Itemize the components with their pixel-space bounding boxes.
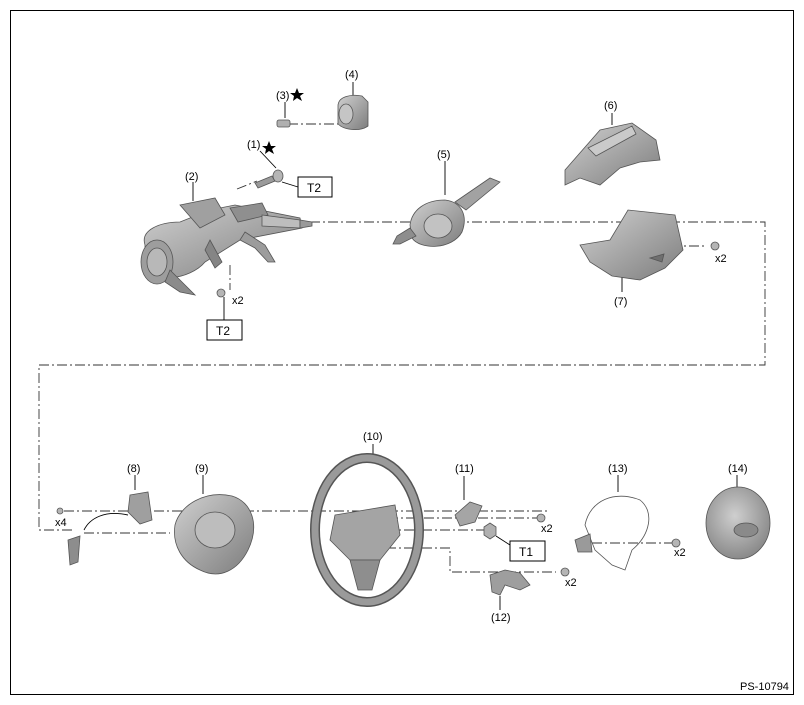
- label-part-13: (13): [608, 463, 628, 475]
- star-icon: [262, 141, 276, 154]
- part-11-cover: [454, 476, 546, 527]
- quantity-label: x2: [232, 295, 244, 307]
- torque-boxes: [206, 176, 546, 562]
- part-12-switch: [489, 567, 570, 610]
- label-part-5: (5): [437, 149, 450, 161]
- diagram-frame: [10, 10, 794, 695]
- part-1-bolt: [254, 150, 284, 189]
- part-14-airbag: [705, 475, 771, 560]
- part-10-steering-wheel: [310, 444, 424, 607]
- quantity-label: x2: [541, 523, 553, 535]
- part-3-pin: [276, 102, 291, 128]
- torque-label: T1: [519, 545, 533, 559]
- label-part-9: (9): [195, 463, 208, 475]
- torque-label: T2: [307, 181, 321, 195]
- part-7-lower-cover: [579, 209, 720, 292]
- bolts: [56, 288, 226, 515]
- star-icon: [290, 88, 304, 101]
- label-part-14: (14): [728, 463, 748, 475]
- label-part-7: (7): [614, 296, 627, 308]
- quantity-label: x2: [674, 547, 686, 559]
- torque-label: T2: [216, 324, 230, 338]
- label-part-1: (1): [247, 139, 260, 151]
- quantity-label: x4: [55, 517, 67, 529]
- part-8-wire-harness: [67, 475, 153, 566]
- star-markers: [262, 88, 304, 154]
- part-9-spiral-cable: [174, 475, 255, 575]
- diagram-id: PS-10794: [740, 681, 789, 693]
- label-part-3: (3): [276, 90, 289, 102]
- label-part-12: (12): [491, 612, 511, 624]
- label-part-6: (6): [604, 100, 617, 112]
- label-part-4: (4): [345, 69, 358, 81]
- part-4-ignition-barrel: [337, 82, 369, 130]
- nut-t1: [483, 522, 511, 546]
- part-13-lower-cover: [574, 475, 681, 571]
- part-6-upper-cover: [564, 113, 661, 186]
- quantity-label: x2: [715, 253, 727, 265]
- label-part-10: (10): [363, 431, 383, 443]
- part-2-steering-column: [140, 182, 313, 296]
- label-part-2: (2): [185, 171, 198, 183]
- label-part-8: (8): [127, 463, 140, 475]
- label-part-11: (11): [455, 463, 474, 475]
- labels: (1) (2) (3) (4) (5) (6) (7) (8) (9) (10)…: [55, 69, 789, 693]
- quantity-label: x2: [565, 577, 577, 589]
- part-5-combination-switch: [392, 161, 501, 247]
